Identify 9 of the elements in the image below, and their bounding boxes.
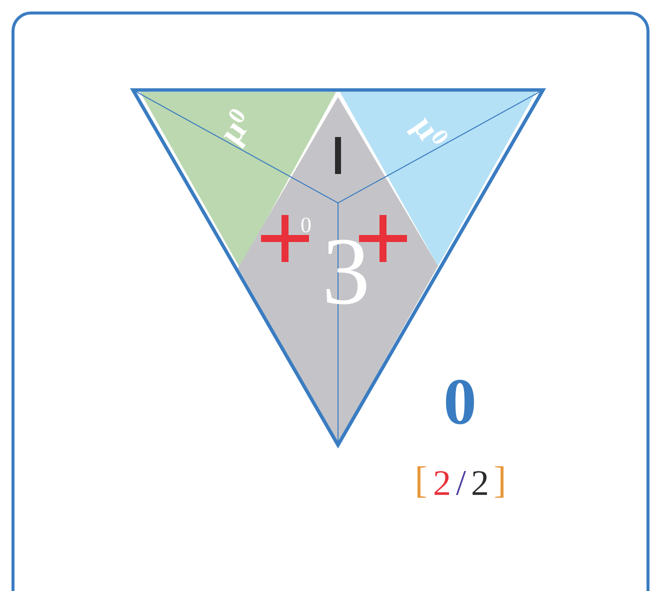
fraction-slash: / xyxy=(456,470,466,496)
fraction-number: 2 xyxy=(434,471,450,495)
bracket: [ xyxy=(418,466,426,498)
region-label: μ$^{0}$ xyxy=(224,109,247,149)
superscript-label: 0 xyxy=(301,218,311,232)
fraction-number: 2 xyxy=(472,471,488,495)
bracket: ] xyxy=(495,466,504,498)
vertex-number: 0 xyxy=(446,380,474,424)
region-label: μ$^{0}$ xyxy=(406,117,448,144)
